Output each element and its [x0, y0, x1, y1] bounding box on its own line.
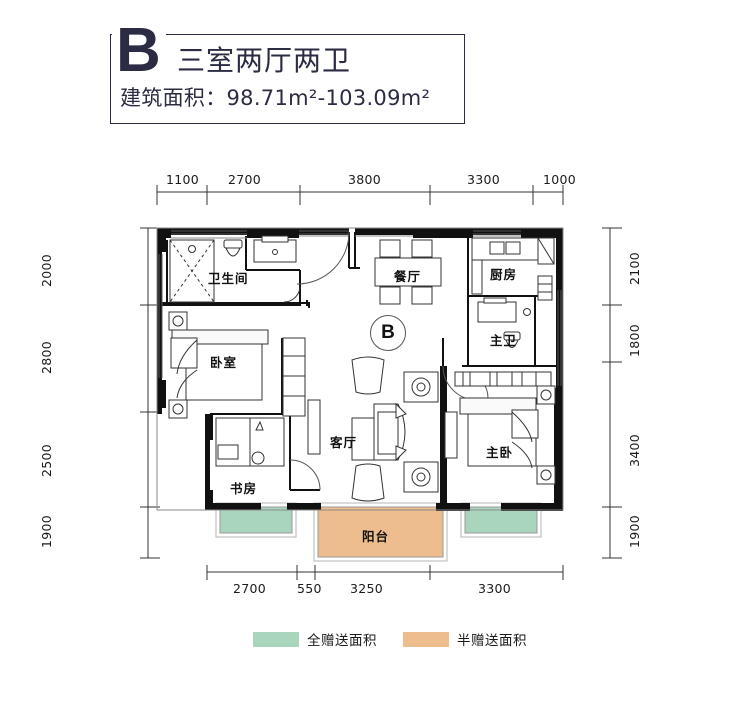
dim-right-2: 3400 [627, 433, 642, 467]
tv-cabinet [307, 399, 321, 455]
armchair-2 [351, 463, 385, 502]
room-label-master-bath: 主卫 [490, 333, 518, 348]
dim-left-1: 2800 [39, 340, 54, 374]
header-box [110, 34, 465, 124]
dim-right-0: 2100 [627, 251, 642, 285]
dim-left-0: 2000 [39, 253, 54, 287]
dim-top-3: 3300 [467, 172, 501, 187]
legend-label-half: 半赠送面积 [457, 633, 527, 649]
legend-full-bonus: 全赠送面积 [253, 629, 377, 649]
vanity-2 [477, 301, 517, 323]
room-label-bathroom: 卫生间 [208, 271, 249, 286]
plan-marker-b: B [370, 315, 406, 351]
sofa [373, 403, 406, 461]
desk [215, 417, 285, 467]
legend-swatch-full [253, 631, 299, 647]
dim-bottom-1: 550 [297, 581, 322, 596]
dim-left-3: 1900 [39, 514, 54, 548]
room-configuration: 三室两厅两卫 [175, 46, 358, 76]
armchair-1 [351, 356, 385, 395]
tv-cabinet-2 [444, 411, 458, 459]
plan-letter: B [112, 20, 166, 82]
appliance [537, 275, 553, 301]
nightstand [168, 311, 188, 331]
room-label-dining: 餐厅 [394, 269, 422, 284]
dim-right-3: 1900 [627, 514, 642, 548]
coffee-table [351, 417, 387, 461]
headboard [171, 329, 269, 345]
nightstand [168, 399, 188, 419]
room-label-kitchen: 厨房 [490, 267, 518, 282]
room-label-bedroom: 卧室 [210, 355, 238, 370]
side-table-2 [403, 461, 439, 493]
legend-label-full: 全赠送面积 [307, 633, 377, 649]
kitchen-counter [471, 237, 551, 261]
closet [454, 371, 552, 387]
dim-bottom-3: 3300 [478, 581, 512, 596]
legend-half-bonus: 半赠送面积 [403, 629, 527, 649]
dimension-lines [140, 185, 622, 580]
full-bonus-study-bay [219, 506, 293, 534]
dim-top-1: 2700 [228, 172, 262, 187]
full-bonus-master-bay [464, 506, 538, 534]
legend-swatch-half [403, 631, 449, 647]
dim-right-1: 1800 [627, 323, 642, 357]
dim-top-0: 1100 [166, 172, 200, 187]
wardrobe [282, 337, 306, 417]
room-label-balcony: 阳台 [362, 529, 390, 544]
door-swings [283, 231, 489, 491]
dim-left-2: 2500 [39, 443, 54, 477]
dim-top-4: 1000 [543, 172, 577, 187]
building-area: 建筑面积：98.71m²-103.09m² [120, 86, 431, 110]
fridge [537, 237, 555, 265]
dim-bottom-2: 3250 [350, 581, 384, 596]
dim-bottom-0: 2700 [233, 581, 267, 596]
room-label-study: 书房 [230, 481, 258, 496]
room-label-living: 客厅 [330, 435, 358, 450]
dim-top-2: 3800 [348, 172, 382, 187]
room-label-master-bedroom: 主卧 [486, 445, 514, 460]
side-table-1 [403, 371, 439, 403]
